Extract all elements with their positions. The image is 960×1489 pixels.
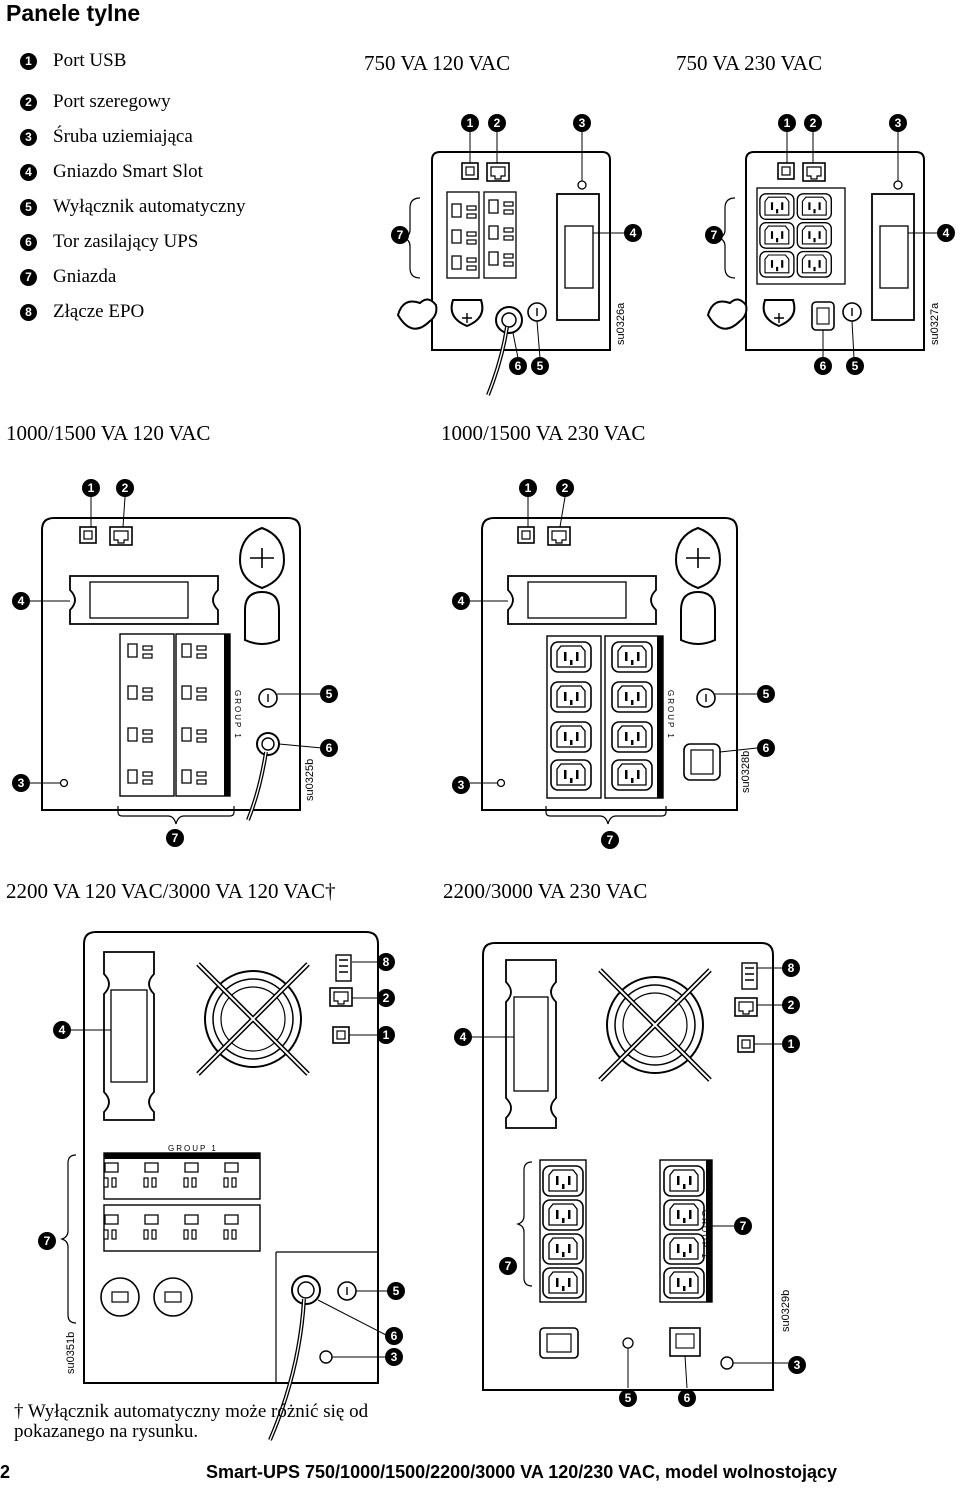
legend-item: 7 Gniazda	[20, 265, 116, 289]
svg-text:4: 4	[59, 1023, 66, 1037]
svg-text:6: 6	[515, 359, 522, 373]
svg-text:3: 3	[794, 1358, 801, 1372]
svg-text:3: 3	[458, 778, 465, 792]
diagram-code: su0325b	[304, 759, 316, 801]
group-label: GROUP 1	[168, 1144, 218, 1153]
svg-text:5: 5	[763, 687, 770, 701]
legend-item: 6 Tor zasilający UPS	[20, 230, 198, 254]
svg-text:7: 7	[711, 228, 718, 242]
panel-750-120: 1 2 3 4 7 6 5 su0326a	[391, 114, 642, 396]
svg-text:1: 1	[788, 1037, 795, 1051]
svg-text:2: 2	[810, 116, 817, 130]
svg-text:8: 8	[788, 961, 795, 975]
callout-number: 2	[20, 93, 37, 111]
svg-text:7: 7	[172, 831, 179, 845]
callout-number: 7	[20, 268, 37, 286]
diagram-code: su0328b	[740, 751, 752, 793]
legend-label: Gniazdo Smart Slot	[53, 161, 203, 182]
panel-2200-230: GROUP 1 8 2 1 4 7 7 5 6 3 su0329b	[454, 942, 806, 1407]
panel-caption: 750 VA 120 VAC	[364, 51, 511, 75]
svg-text:4: 4	[18, 594, 25, 608]
legend-label: Port USB	[53, 50, 127, 71]
svg-text:3: 3	[391, 1350, 398, 1364]
svg-text:8: 8	[383, 955, 390, 969]
legend-label: Wyłącznik automatyczny	[53, 196, 246, 217]
svg-text:4: 4	[630, 226, 637, 240]
svg-text:2: 2	[494, 116, 501, 130]
diagram-code: su0329b	[780, 1290, 792, 1332]
svg-text:5: 5	[625, 1391, 632, 1405]
legend-item: 5 Wyłącznik automatyczny	[20, 195, 245, 219]
svg-text:5: 5	[393, 1284, 400, 1298]
diagram-code: su0326a	[615, 302, 627, 345]
svg-text:5: 5	[852, 359, 859, 373]
legend-label: Śruba uziemiająca	[53, 126, 193, 147]
svg-text:3: 3	[18, 776, 25, 790]
svg-text:7: 7	[44, 1234, 51, 1248]
panel-2200-120: GROUP 1 8 2 1 4 7 5 6 3	[38, 931, 405, 1441]
legend-label: Złącze EPO	[53, 301, 145, 322]
svg-text:1: 1	[525, 481, 532, 495]
callout-number: 6	[20, 233, 37, 251]
svg-text:5: 5	[326, 687, 333, 701]
callout-number: 4	[20, 163, 37, 181]
panel-1000-230: GROUP 1 1 2 4 5 6 3 7 su0328b	[452, 479, 775, 849]
svg-text:2: 2	[562, 481, 569, 495]
svg-text:4: 4	[458, 594, 465, 608]
callout-number: 1	[20, 52, 37, 70]
callout-number: 3	[20, 128, 37, 146]
svg-text:1: 1	[88, 481, 95, 495]
legend-item: 3 Śruba uziemiająca	[20, 125, 193, 149]
legend-label: Tor zasilający UPS	[53, 231, 199, 252]
svg-text:6: 6	[684, 1391, 691, 1405]
svg-text:4: 4	[460, 1030, 467, 1044]
svg-text:4: 4	[943, 226, 950, 240]
svg-text:7: 7	[607, 833, 614, 847]
panel-caption: 2200 VA 120 VAC/3000 VA 120 VAC†	[6, 879, 336, 903]
legend-item: 1 Port USB	[20, 49, 126, 73]
group-label: GROUP 1	[233, 690, 242, 740]
svg-text:7: 7	[505, 1259, 512, 1273]
svg-text:2: 2	[788, 998, 795, 1012]
panel-caption: 750 VA 230 VAC	[676, 51, 823, 75]
footnote: † Wyłącznik automatyczny może różnić się…	[14, 1401, 369, 1442]
panel-caption: 1000/1500 VA 120 VAC	[6, 421, 211, 445]
diagram-code: su0351b	[65, 1332, 77, 1374]
svg-text:6: 6	[763, 741, 770, 755]
panel-caption: 1000/1500 VA 230 VAC	[441, 421, 646, 445]
legend-label: Port szeregowy	[53, 91, 171, 112]
legend-item: 2 Port szeregowy	[20, 90, 171, 114]
svg-text:3: 3	[579, 116, 586, 130]
panel-1000-120: GROUP 1 1 2 4 5 6 3 7 su0325b	[12, 479, 338, 847]
svg-text:2: 2	[383, 991, 390, 1005]
svg-text:6: 6	[820, 359, 827, 373]
svg-text:6: 6	[326, 741, 333, 755]
callout-number: 8	[20, 303, 37, 321]
svg-text:6: 6	[391, 1329, 398, 1343]
legend-item: 4 Gniazdo Smart Slot	[20, 160, 203, 184]
panel-caption: 2200/3000 VA 230 VAC	[443, 879, 648, 903]
svg-text:1: 1	[784, 116, 791, 130]
diagram-code: su0327a	[929, 302, 941, 345]
svg-text:1: 1	[467, 116, 474, 130]
group-label: GROUP 1	[700, 1210, 709, 1260]
svg-text:5: 5	[537, 359, 544, 373]
page-number: 2	[0, 1462, 11, 1482]
document-title: Smart-UPS 750/1000/1500/2200/3000 VA 120…	[206, 1462, 838, 1482]
callout-number: 5	[20, 198, 37, 216]
svg-text:3: 3	[895, 116, 902, 130]
legend-label: Gniazda	[53, 266, 117, 287]
group-label: GROUP 1	[666, 690, 675, 740]
svg-text:1: 1	[383, 1028, 390, 1042]
svg-text:7: 7	[740, 1219, 747, 1233]
page-title: Panele tylne	[6, 0, 141, 26]
panel-750-230: 1 2 3 4 7 6 5 su0327a	[705, 114, 955, 375]
legend-item: 8 Złącze EPO	[20, 300, 144, 324]
svg-text:2: 2	[122, 481, 129, 495]
svg-text:7: 7	[397, 228, 404, 242]
